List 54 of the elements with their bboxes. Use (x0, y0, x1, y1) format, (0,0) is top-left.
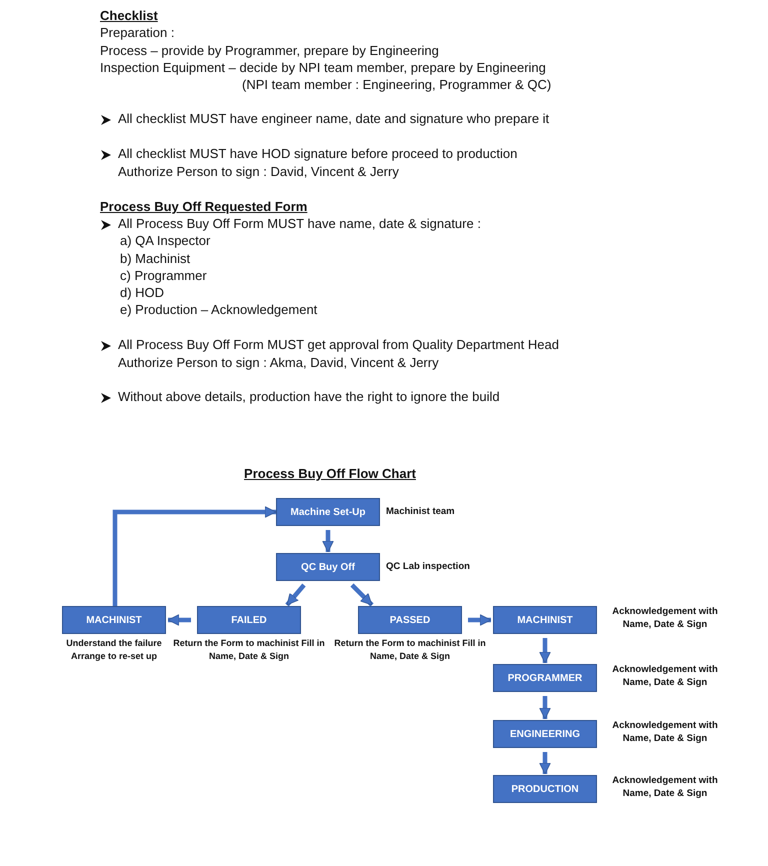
text-line: All checklist MUST have engineer name, date and signature who prepare it (118, 111, 550, 126)
arrow (350, 583, 374, 607)
text-line: b) Machinist (120, 251, 190, 266)
node-note: Acknowledgement with Name, Date & Sign (611, 663, 719, 689)
box-label: PROGRAMMER (508, 672, 582, 684)
node-note: Machinist team (386, 505, 455, 518)
node-note: QC Lab inspection (386, 560, 470, 573)
process-box (276, 553, 380, 581)
box-label: PASSED (390, 614, 430, 626)
text-line: Authorize Person to sign : Akma, David, Vincent & Jerry (118, 355, 439, 370)
arrow (285, 584, 306, 606)
section-heading: Checklist (100, 8, 158, 23)
process-box (62, 606, 166, 634)
text-line: Without above details, production have the right to ignore the build (118, 389, 500, 404)
arrow (112, 506, 276, 606)
process-box (276, 498, 380, 526)
node-note: Return the Form to machinist Fill in Name, Date & Sign (173, 637, 325, 663)
text-line: (NPI team member : Engineering, Programmer & QC) (242, 77, 552, 92)
box-label: MACHINIST (86, 614, 142, 626)
box-label: FAILED (231, 614, 267, 626)
text-line: Process – provide by Programmer, prepare by Engineering (100, 43, 439, 58)
arrow (322, 530, 334, 552)
arrow (539, 638, 551, 664)
box-label: QC Buy Off (301, 562, 355, 572)
arrow (468, 614, 492, 626)
text-line: e) Production – Acknowledgement (120, 302, 318, 317)
node-note: Acknowledgement with Name, Date & Sign (611, 719, 719, 745)
chart-title: Process Buy Off Flow Chart (243, 466, 417, 481)
text-line: Preparation : (100, 25, 174, 40)
text-line: d) HOD (120, 285, 164, 300)
process-box (493, 720, 597, 748)
text-line: All Process Buy Off Form MUST get approval from Quality Department Head (118, 337, 559, 352)
process-box (493, 775, 597, 803)
process-box (358, 606, 462, 634)
box-label: PRODUCTION (511, 784, 579, 794)
text-line: Authorize Person to sign : David, Vincent & Jerry (118, 164, 399, 179)
section-heading: Process Buy Off Requested Form (100, 199, 308, 214)
node-note: Acknowledgement with Name, Date & Sign (611, 774, 719, 800)
process-box (493, 606, 597, 634)
node-note: Return the Form to machinist Fill in Name, Date & Sign (334, 637, 486, 663)
text-line: All Process Buy Off Form MUST have name, date & signature : (118, 216, 481, 231)
box-label: MACHINIST (517, 614, 573, 626)
text-line: All checklist MUST have HOD signature before proceed to production (118, 146, 518, 161)
arrow (539, 752, 551, 774)
process-box (493, 664, 597, 692)
box-label: ENGINEERING (510, 728, 580, 740)
text-line: c) Programmer (120, 268, 207, 283)
text-line: a) QA Inspector (120, 233, 210, 248)
arrow (168, 614, 191, 626)
node-note: Acknowledgement with Name, Date & Sign (611, 605, 719, 631)
arrow (539, 696, 551, 720)
text-line: Inspection Equipment – decide by NPI team member, prepare by Engineering (100, 60, 546, 75)
box-label: Machine Set-Up (290, 506, 366, 518)
process-box (197, 606, 301, 634)
